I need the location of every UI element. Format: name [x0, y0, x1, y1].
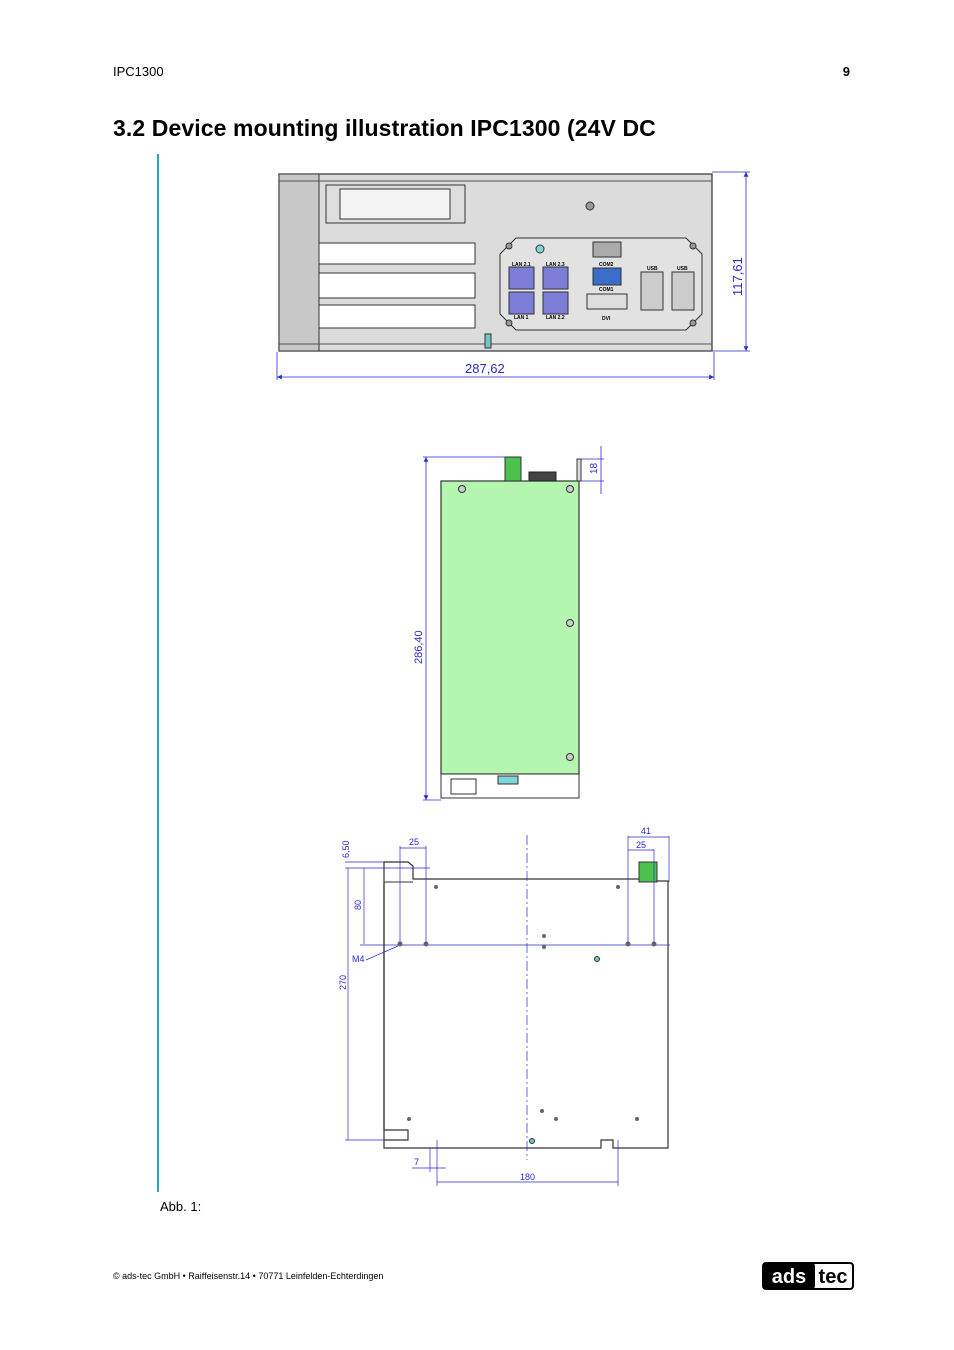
front-view: LAN 2.1 LAN 2.3 LAN 1 LAN 2.2 COM2 COM1 …	[276, 171, 750, 380]
side-view: 286,40 18	[413, 446, 604, 801]
bottom-dim-80: 80	[353, 900, 363, 910]
section-accent-bar	[157, 154, 159, 1192]
label-lan21: LAN 2.1	[512, 262, 531, 268]
side-depth-dimension: 286,40	[413, 630, 425, 664]
logo-text-tec: tec	[819, 1266, 848, 1288]
bottom-view: 6,50 25 80 M4 270 7 180 41 25	[338, 826, 670, 1186]
bottom-dim-6-50: 6,50	[341, 840, 351, 858]
footer-address: © ads-tec GmbH • Raiffeisenstr.14 • 7077…	[113, 1271, 384, 1281]
label-com2: COM2	[599, 262, 614, 268]
label-lan23: LAN 2.3	[546, 262, 565, 268]
front-height-dimension: 117,61	[730, 257, 745, 296]
bottom-dim-m4: M4	[352, 954, 365, 964]
side-top-dimension: 18	[589, 462, 600, 474]
ads-tec-logo: ads tec	[762, 1262, 854, 1290]
header-product: IPC1300	[113, 64, 164, 79]
figure-caption: Abb. 1:	[160, 1199, 202, 1214]
bottom-dim-25-left: 25	[409, 837, 419, 847]
bottom-dim-180: 180	[520, 1172, 535, 1182]
label-lan1: LAN 1	[514, 315, 529, 321]
label-com1: COM1	[599, 287, 614, 293]
bottom-dim-25-right: 25	[636, 840, 646, 850]
logo-text-ads: ads	[772, 1266, 806, 1288]
label-usb-2: USB	[677, 266, 688, 272]
label-usb-1: USB	[647, 266, 658, 272]
bottom-dim-270: 270	[338, 975, 348, 990]
label-lan22: LAN 2.2	[546, 315, 565, 321]
front-width-dimension: 287,62	[465, 361, 505, 376]
section-title: 3.2 Device mounting illustration IPC1300…	[113, 115, 656, 141]
page-number: 9	[842, 64, 850, 79]
label-dvi: DVI	[602, 316, 611, 322]
bottom-dim-7: 7	[414, 1157, 419, 1167]
bottom-dim-41: 41	[641, 826, 651, 836]
